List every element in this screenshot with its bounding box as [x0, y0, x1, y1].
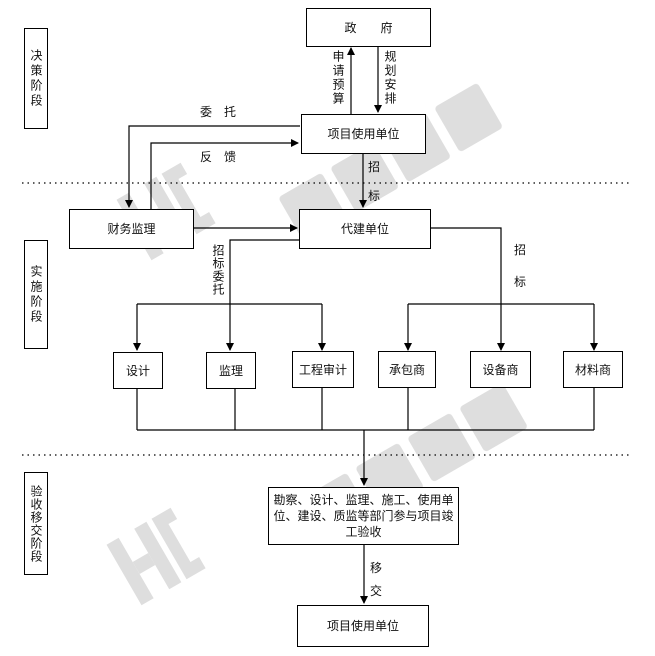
label-plan-arrange: 规划安排	[383, 50, 397, 106]
arrow-entrust	[125, 125, 300, 208]
label-transfer-2: 交	[370, 584, 383, 598]
label-apply-budget: 申请预算	[331, 50, 345, 106]
label-tender-right-1: 招	[514, 243, 527, 257]
label-tender-2: 标	[368, 189, 381, 203]
line-tender-entrust	[229, 239, 299, 304]
label-transfer-1: 移	[370, 561, 383, 575]
node-agent-builder: 代建单位	[299, 209, 431, 249]
label-tender-entrust: 招标委托	[211, 244, 225, 296]
node-materials: 材料商	[563, 351, 623, 388]
node-user-unit-final: 项目使用单位	[297, 605, 429, 647]
watermark-mark	[279, 83, 502, 242]
node-acceptance: 勘察、设计、监理、施工、使用单位、建设、质监等部门参与项目竣工验收	[268, 487, 459, 545]
watermark-logo-2	[106, 507, 206, 606]
node-government: 政 府	[306, 8, 431, 47]
node-audit: 工程审计	[292, 351, 354, 388]
node-finance-supervision: 财务监理	[69, 209, 194, 249]
label-feedback: 反 馈	[200, 150, 237, 164]
node-equipment: 设备商	[470, 351, 531, 388]
phase-label: 决策阶段	[29, 48, 43, 109]
node-design: 设计	[113, 352, 163, 389]
phase-acceptance: 验收移交阶段	[24, 472, 48, 575]
node-supervision: 监理	[206, 352, 256, 389]
phase-decision: 决策阶段	[24, 28, 48, 129]
arrow-feedback	[150, 139, 299, 209]
phase-implementation: 实施阶段	[24, 240, 48, 349]
node-user-unit: 项目使用单位	[301, 114, 426, 154]
phase-label: 实施阶段	[29, 264, 43, 325]
label-tender-right-2: 标	[514, 275, 527, 289]
label-entrust: 委 托	[200, 105, 237, 119]
node-contractor: 承包商	[378, 351, 436, 388]
phase-label: 验收移交阶段	[29, 484, 43, 563]
label-tender-1: 招	[368, 160, 381, 174]
